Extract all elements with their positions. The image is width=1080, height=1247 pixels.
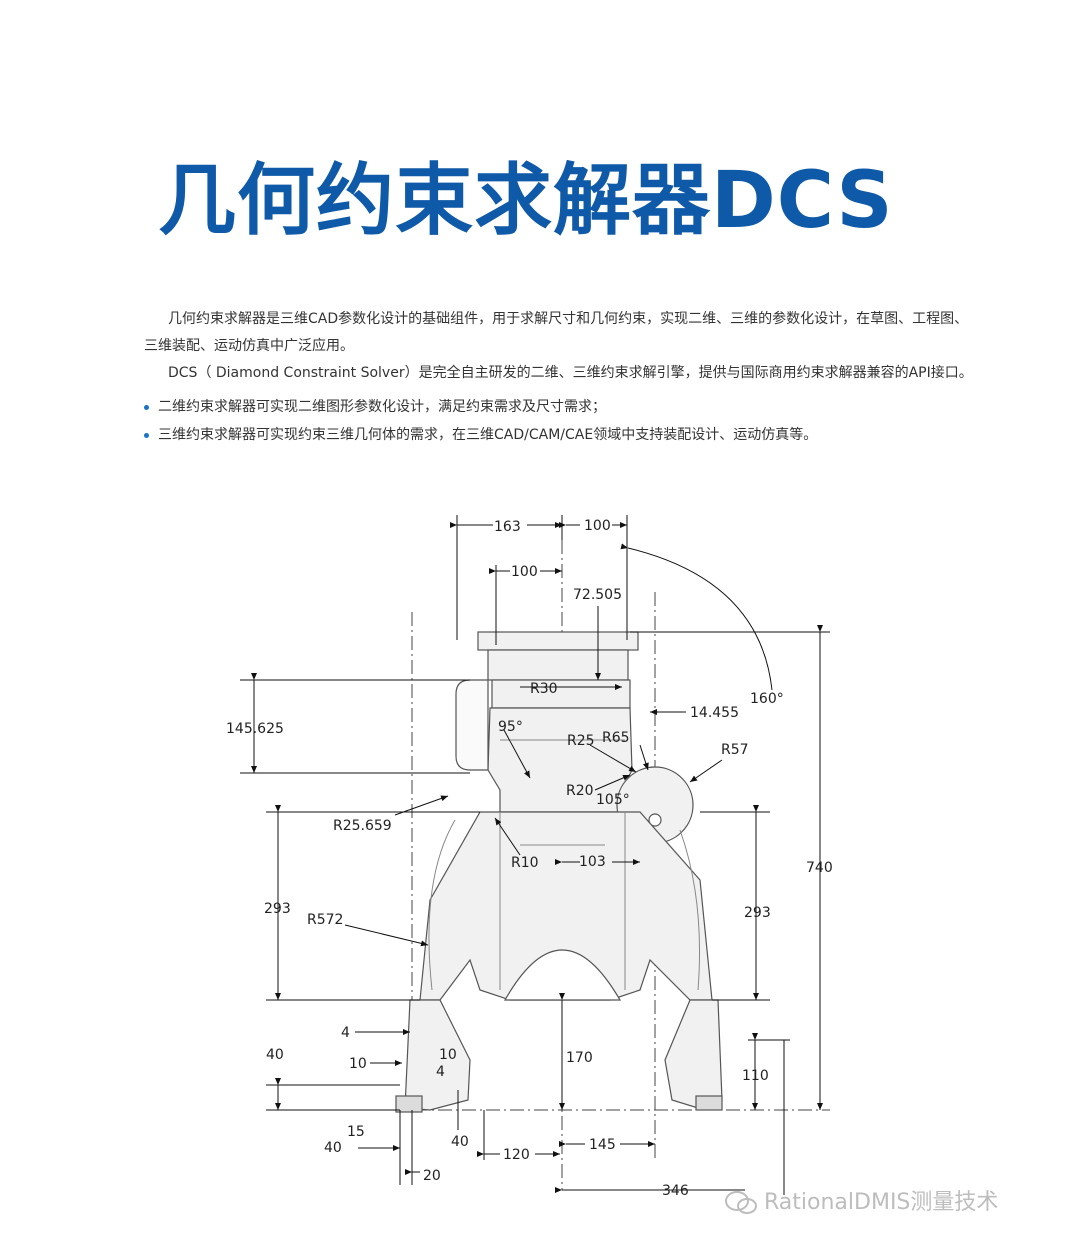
paragraph-2: DCS（ Diamond Constraint Solver）是完全自主研发的二…	[168, 365, 973, 381]
dim-40-right: 40	[451, 1134, 469, 1150]
dim-163: 163	[494, 519, 521, 535]
dim-293-right: 293	[744, 905, 771, 921]
dim-15: 15	[347, 1124, 365, 1140]
dim-10-right: 10	[439, 1047, 457, 1063]
dim-r20: R20	[566, 783, 594, 799]
dim-100-top: 100	[584, 518, 611, 534]
dim-740: 740	[806, 860, 833, 876]
dim-346: 346	[662, 1183, 689, 1199]
dim-110: 110	[742, 1068, 769, 1084]
dim-40-bottom: 40	[324, 1140, 342, 1156]
dim-10-left: 10	[349, 1056, 367, 1072]
bullet-text: 三维约束求解器可实现约束三维几何体的需求，在三维CAD/CAM/CAE领域中支持…	[158, 427, 818, 443]
part-outline	[395, 631, 723, 1113]
paragraph-1-text-1: 几何约束求解器是三维CAD参数化设计的基础组件，用于求解尺寸和几何约束，实现二维…	[168, 311, 969, 327]
watermark-text: RationalDMIS测量技术	[764, 1190, 999, 1215]
inner-details	[428, 739, 701, 991]
dim-145-625: 145.625	[226, 721, 284, 737]
dim-4-upper: 4	[341, 1025, 350, 1041]
dimension-labels: 163 100 100 72.505 R30 160° 14.455 145.6…	[226, 518, 833, 1199]
dim-r25-659: R25.659	[333, 818, 392, 834]
dim-95-deg: 95°	[498, 719, 523, 735]
dim-120: 120	[503, 1147, 530, 1163]
dim-r30: R30	[530, 681, 558, 697]
dim-r57: R57	[721, 742, 749, 758]
bullet-item: 三维约束求解器可实现约束三维几何体的需求，在三维CAD/CAM/CAE领域中支持…	[144, 424, 817, 444]
dim-r65: R65	[602, 730, 630, 746]
bullet-item: 二维约束求解器可实现二维图形参数化设计，满足约束需求及尺寸需求；	[144, 396, 606, 416]
dim-r10: R10	[511, 855, 539, 871]
dim-20: 20	[423, 1168, 441, 1184]
dim-100-inner: 100	[511, 564, 538, 580]
dim-4-lower: 4	[436, 1064, 445, 1080]
wechat-icon	[725, 1191, 757, 1214]
dim-40-left: 40	[266, 1047, 284, 1063]
dim-72-505: 72.505	[573, 587, 622, 603]
dim-105-deg: 105°	[596, 792, 630, 808]
page-title: 几何约束求解器DCS	[158, 156, 894, 246]
dim-r25: R25	[567, 733, 595, 749]
bullet-text: 二维约束求解器可实现二维图形参数化设计，满足约束需求及尺寸需求；	[158, 399, 606, 415]
dim-160-deg: 160°	[750, 691, 784, 707]
dim-14-455: 14.455	[690, 705, 739, 721]
dim-r572: R572	[307, 912, 343, 928]
bullet-dot-icon	[144, 432, 149, 438]
dim-170: 170	[566, 1050, 593, 1066]
bullet-dot-icon	[144, 404, 149, 410]
paragraph-1-line-1: 几何约束求解器是三维CAD参数化设计的基础组件，用于求解尺寸和几何约束，实现二维…	[144, 306, 968, 333]
dim-293-left: 293	[264, 901, 291, 917]
watermark: RationalDMIS测量技术	[724, 1184, 998, 1216]
dim-103: 103	[579, 854, 606, 870]
dim-145: 145	[589, 1137, 616, 1153]
paragraph-1-line-2: 三维装配、运动仿真中广泛应用。	[144, 338, 354, 354]
dimension-lines	[240, 515, 830, 1195]
